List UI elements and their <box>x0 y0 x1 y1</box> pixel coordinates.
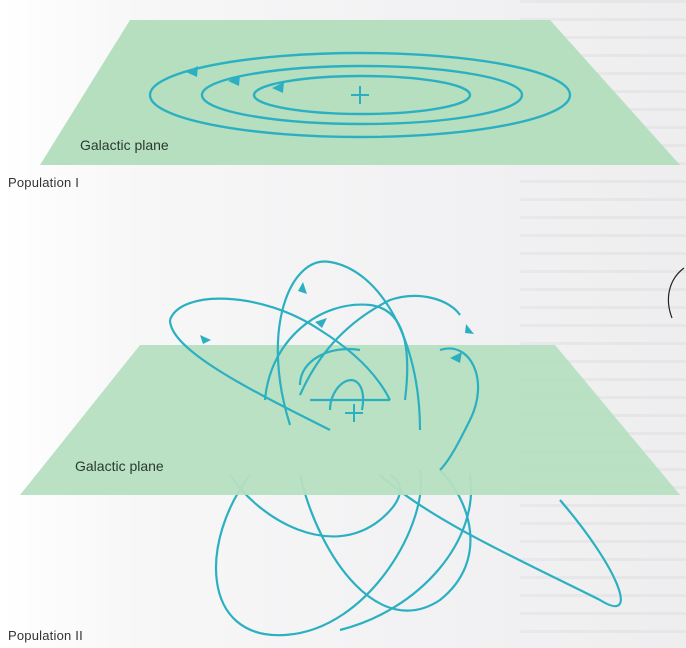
arrowhead-icon <box>200 335 211 344</box>
galactic-plane-label-top: Galactic plane <box>80 137 169 153</box>
population-ii-caption: Population II <box>8 628 83 643</box>
population-i-caption: Population I <box>8 175 79 190</box>
margin-sketch-curve <box>668 268 684 318</box>
arrowhead-icon <box>465 324 474 334</box>
galactic-plane-label-bottom: Galactic plane <box>75 458 164 474</box>
arrowhead-icon <box>298 282 307 294</box>
arrowhead-icon <box>315 318 327 328</box>
